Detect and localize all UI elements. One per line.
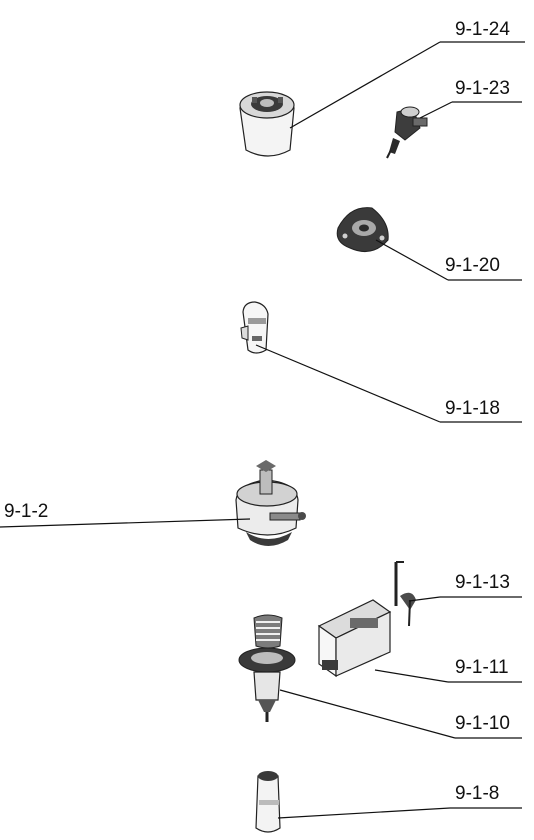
callout-9-1-8: 9-1-8 xyxy=(455,783,499,804)
callout-9-1-13: 9-1-13 xyxy=(455,572,510,593)
callout-9-1-23: 9-1-23 xyxy=(455,78,510,99)
leader-lines xyxy=(0,41,525,819)
part-9-1-13-clip xyxy=(394,561,416,627)
part-9-1-23-valve xyxy=(386,106,428,159)
part-9-1-18-sleeve xyxy=(240,301,269,354)
leader-9-1-2 xyxy=(0,518,251,528)
callout-9-1-10: 9-1-10 xyxy=(455,713,510,734)
callout-9-1-20: 9-1-20 xyxy=(445,255,500,276)
leader-9-1-18 xyxy=(255,344,522,423)
leader-9-1-23 xyxy=(419,101,522,119)
leader-9-1-10 xyxy=(279,689,522,739)
leader-9-1-24 xyxy=(289,41,525,129)
callout-9-1-18: 9-1-18 xyxy=(445,398,500,419)
leader-9-1-20 xyxy=(375,239,522,281)
part-9-1-20-fitting xyxy=(336,207,389,253)
callout-labels: 9-1-24 9-1-23 9-1-20 9-1-18 9-1-2 9-1-13… xyxy=(4,19,510,804)
part-9-1-11-block xyxy=(317,599,392,678)
part-9-1-24-cap xyxy=(239,91,295,157)
leader-9-1-8 xyxy=(277,807,522,819)
callout-9-1-2: 9-1-2 xyxy=(4,501,48,522)
part-9-1-10-valve-assembly xyxy=(238,614,296,722)
leader-9-1-11 xyxy=(374,669,522,683)
part-9-1-2-motor xyxy=(235,460,306,546)
callout-9-1-24: 9-1-24 xyxy=(455,19,510,40)
callout-9-1-11: 9-1-11 xyxy=(455,657,509,678)
part-9-1-8-cylinder xyxy=(255,771,281,833)
leader-9-1-13 xyxy=(408,596,522,602)
